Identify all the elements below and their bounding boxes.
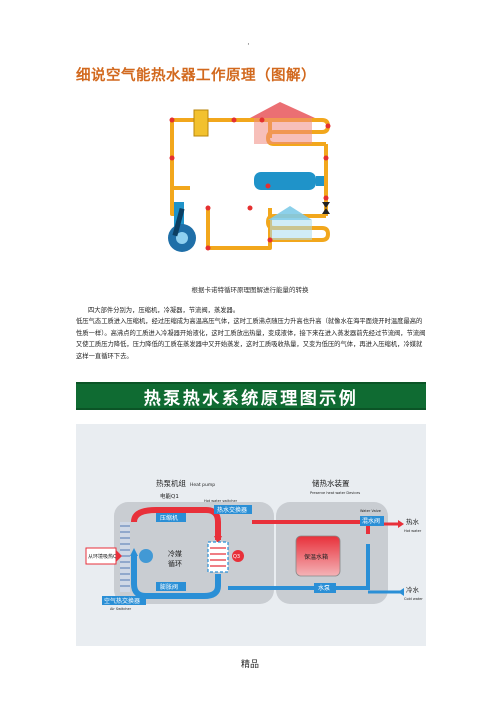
cold-water-en: Cold water [404, 597, 423, 601]
storage-title: 储热水装置 [312, 478, 350, 488]
condenser-heat-band [254, 118, 312, 144]
air-exchanger-label: 空气热交换器 [104, 597, 140, 605]
document-title: 细说空气能热水器工作原理（图解） [76, 68, 316, 84]
top-mark: · [247, 40, 250, 50]
node [267, 237, 273, 243]
cold-in-arrow [398, 588, 404, 596]
expansion-valve-symbol [322, 202, 330, 208]
q2-label: 从环境吸热Q2 [88, 553, 120, 560]
body-paragraph: 四大部件分别为，压缩机，冷凝器，节流阀，蒸发器。 低压气态工质进入压缩机，经过压… [76, 305, 426, 362]
node [231, 117, 237, 123]
mixing-valve-box [360, 516, 384, 526]
hot-out-arrow [398, 520, 404, 528]
expansion-valve-box [156, 582, 186, 591]
storage-title-en: Preserve heat water Devices [310, 491, 360, 495]
node [169, 155, 175, 161]
refrigeration-cycle-diagram [168, 102, 331, 252]
expansion-valve-symbol-2 [322, 208, 330, 214]
evaporator-cold-indicator [268, 206, 312, 220]
evaporator-cold-band [270, 220, 312, 240]
cycle-arrow-hot [214, 536, 222, 544]
node [247, 205, 253, 211]
water-pump-label: 水泵 [318, 584, 330, 592]
compressor-rod [172, 207, 185, 237]
compressor-hub [176, 232, 188, 244]
node [205, 245, 211, 251]
node [205, 205, 211, 211]
hot-water-en: Hot water [404, 529, 422, 533]
heat-exchanger-coil [210, 547, 226, 567]
compressor-box [156, 513, 186, 522]
expansion-valve-label: 膨胀阀 [160, 583, 178, 591]
node [169, 117, 175, 123]
receiver-tank-cap [316, 176, 324, 186]
unit-title: 热泵机组 [156, 478, 186, 488]
q3-badge [232, 550, 244, 562]
node [325, 123, 331, 129]
refrigerant-cycle-label-1: 冷媒 [168, 549, 182, 558]
electric-label: 电能Q1 [160, 492, 179, 500]
cycle-hot-path [131, 507, 221, 540]
cycle-arrow-cold [130, 548, 138, 556]
heat-exchanger-en: Hot water switcher [204, 499, 238, 503]
separator-unit [193, 109, 209, 137]
cold-water-label: 冷水 [406, 585, 420, 594]
receiver-tank [254, 172, 316, 190]
mixing-valve-en: Water Valve [360, 509, 381, 513]
air-exchanger-box [102, 596, 146, 605]
paragraph-line-2: 低压气态工质进入压缩机，经过压缩成为高温高压气体，这时工质沸点随压力升高也升高（… [76, 318, 426, 360]
paragraph-line-1: 四大部件分别为，压缩机，冷凝器，节流阀，蒸发器。 [88, 307, 240, 314]
q3-label: Q3 [233, 554, 240, 560]
refrigerant-cycle-label-2: 循环 [168, 559, 182, 568]
diagram-caption: 根据卡诺特循环原理图解进行能量的转换 [191, 286, 309, 294]
heat-exchanger-label: 热水交换器 [217, 506, 247, 514]
mixing-valve-label: 混水阀 [362, 517, 380, 525]
air-exchanger-en: Air Switcher [110, 607, 132, 611]
insulated-tank [295, 535, 341, 577]
unit-title-en: Heat pump [190, 482, 215, 488]
heat-exchanger-box [214, 505, 252, 514]
section-banner: 热泵热水系统原理图示例 [76, 382, 426, 410]
water-pump-box [314, 583, 336, 593]
heat-exchanger-device [207, 541, 229, 573]
cycle-cold-path [131, 554, 221, 599]
page-footer: 精品 [240, 660, 259, 670]
condenser-heat-indicator [250, 102, 315, 118]
tank-cold-pipe [326, 544, 370, 590]
tank-label: 保温水箱 [304, 553, 328, 561]
heat-pump-system-diagram: 热泵机组 Heat pump 储热水装置 Preserve heat water… [76, 424, 426, 646]
compressor-label: 压缩机 [160, 514, 178, 522]
node [323, 195, 329, 201]
heat-pump-unit-box [114, 502, 274, 604]
q2-arrow [116, 550, 122, 562]
node [259, 117, 265, 123]
node [265, 183, 271, 189]
hot-water-label: 热水 [406, 517, 420, 526]
fan-icon [139, 549, 153, 563]
node [323, 155, 329, 161]
air-exchanger-fins [120, 522, 130, 592]
